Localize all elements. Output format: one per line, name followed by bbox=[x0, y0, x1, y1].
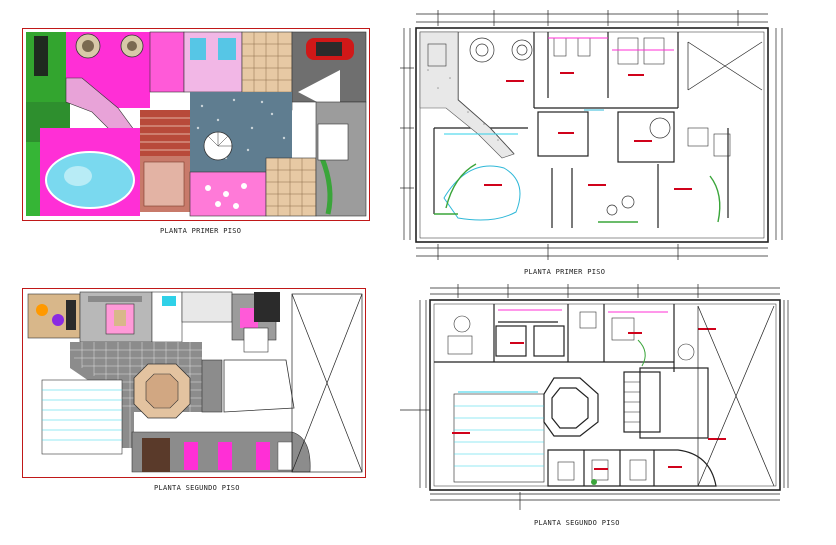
first-floor-dimensioned-caption: PLANTA PRIMER PISO bbox=[524, 268, 606, 276]
first-floor-colored-plan bbox=[22, 28, 370, 221]
first-floor-dimensioned-plan bbox=[398, 8, 788, 263]
first-floor-colored-caption: PLANTA PRIMER PISO bbox=[160, 227, 242, 235]
second-floor-colored-caption: PLANTA SEGUNDO PISO bbox=[154, 484, 240, 492]
second-floor-dimensioned-caption: PLANTA SEGUNDO PISO bbox=[534, 519, 620, 527]
second-floor-colored-plan bbox=[22, 288, 366, 478]
second-floor-dimensioned-plan bbox=[398, 282, 792, 512]
